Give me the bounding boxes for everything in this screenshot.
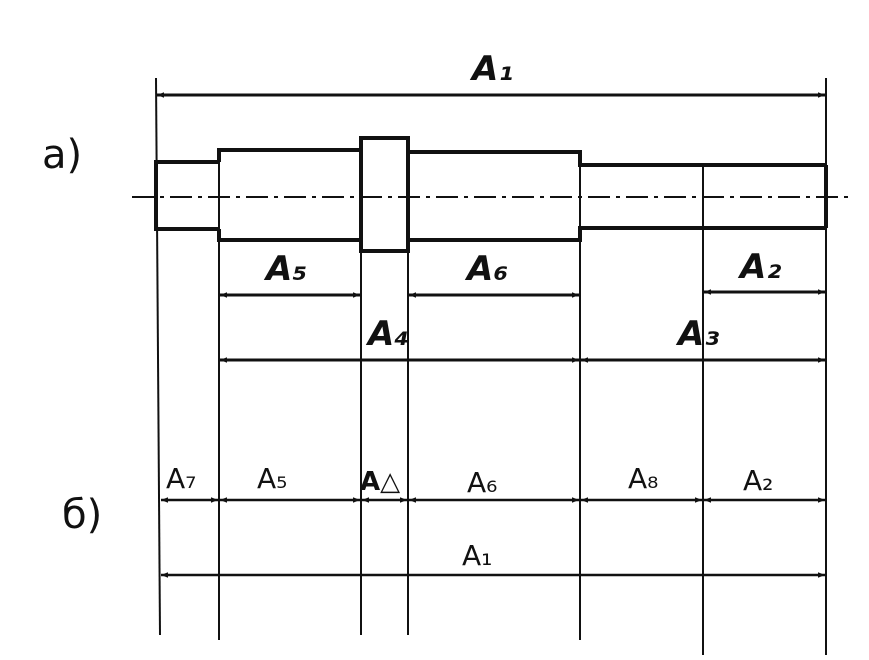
panel-label-b: б) [62, 492, 102, 538]
label-a-A5: A₅ [263, 249, 307, 289]
label-a-A1: A₁ [469, 49, 513, 89]
label-a-A2: A₂ [737, 247, 781, 287]
label-b-A7: A₇ [166, 462, 196, 495]
label-a-A3: A₃ [675, 314, 719, 354]
dimension-labels-a: A₁ A₅ A₆ A₂ A₄ A₃ [263, 49, 781, 354]
label-b-A2: A₂ [743, 464, 773, 497]
dimension-lines-b [161, 497, 825, 578]
label-a-A4: A₄ [365, 314, 409, 354]
label-b-AD: A△ [360, 467, 400, 497]
shaft-right-body-top [408, 150, 826, 167]
label-b-A6: A₆ [467, 466, 497, 499]
label-b-A1: A₁ [462, 539, 492, 572]
shaft-outline [154, 136, 828, 253]
shaft-right-body-bottom [408, 226, 826, 242]
shaft-left-body-top [217, 148, 361, 162]
shaft-collar [359, 136, 410, 253]
dimension-lines-a [157, 92, 825, 363]
shaft-left-end [154, 160, 219, 231]
label-b-A5: A₅ [257, 462, 287, 495]
dimension-labels-b: A₇ A₅ A△ A₆ A₈ A₂ A₁ [166, 462, 773, 572]
shaft-left-body-bottom [217, 229, 361, 242]
panel-label-a: а) [42, 132, 82, 178]
label-a-A6: A₆ [464, 249, 508, 289]
label-b-A8: A₈ [628, 462, 658, 495]
